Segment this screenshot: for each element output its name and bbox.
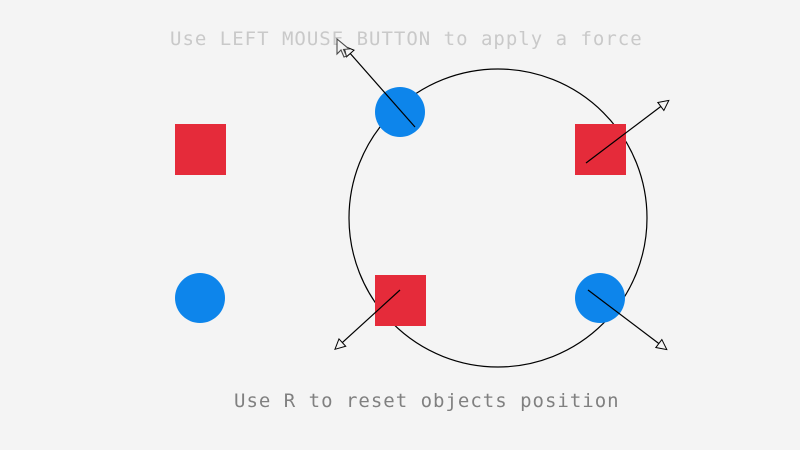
body-circle-blue-left[interactable] xyxy=(175,273,225,323)
body-circle-blue-bottom-right[interactable] xyxy=(575,273,625,323)
force-vector-circle-bottom-right xyxy=(587,289,665,348)
body-circle-blue-top[interactable] xyxy=(375,87,425,137)
body-square-red-left[interactable] xyxy=(175,124,226,175)
force-vector-square-bottom xyxy=(336,289,401,348)
hint-text-left-mouse-force: Use LEFT MOUSE BUTTON to apply a force xyxy=(170,28,643,50)
body-square-red-right[interactable] xyxy=(575,124,626,175)
constraint-circle xyxy=(348,68,648,368)
force-vector-square-right xyxy=(585,102,667,164)
body-square-red-bottom[interactable] xyxy=(375,275,426,326)
hint-text-reset-objects: Use R to reset objects position xyxy=(234,390,620,412)
force-vector-circle-top xyxy=(345,48,416,128)
